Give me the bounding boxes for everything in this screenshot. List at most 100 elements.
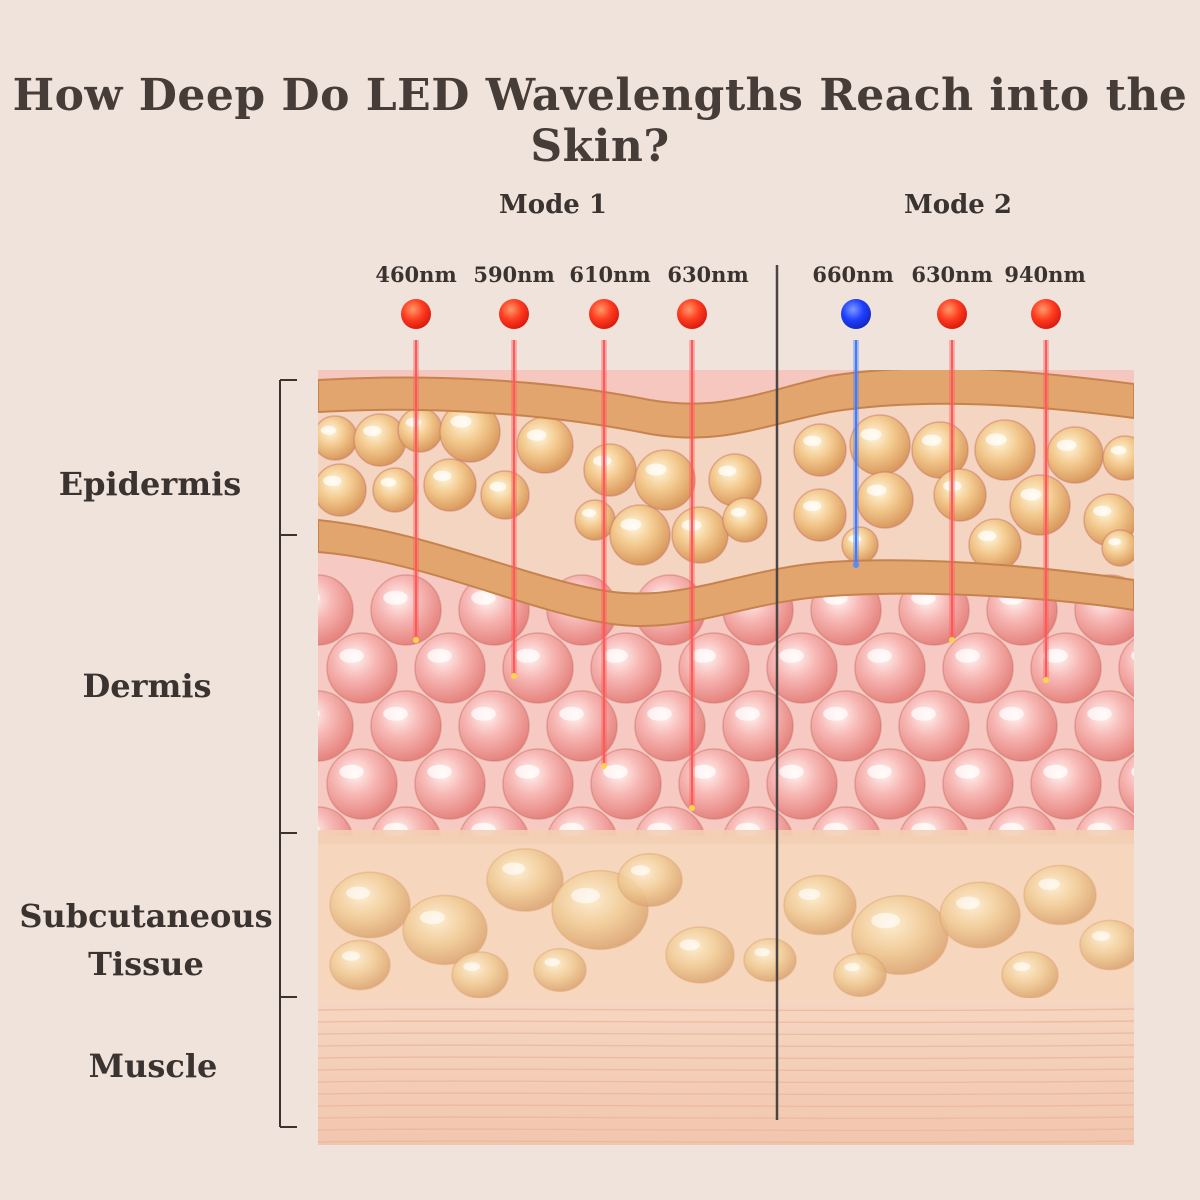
dermis-cell (590, 748, 662, 820)
mode-1-label: Mode 1 (499, 190, 607, 220)
beam-end-point (949, 637, 955, 643)
led-dot (499, 299, 529, 329)
layer-brackets (279, 379, 297, 1128)
wavelength-label-mode1-590: 590nm (473, 262, 555, 287)
dermis-cell (854, 748, 926, 820)
subcutaneous-cell (329, 871, 411, 939)
epidermis-cell (516, 416, 574, 474)
dermis-cell (1030, 748, 1102, 820)
epidermis-cell (722, 497, 768, 543)
dermis-cell (766, 632, 838, 704)
subcutaneous-cell (533, 947, 587, 993)
epidermis-cell (318, 415, 358, 461)
layer-label-subcutaneous-line1: Subcutaneous (19, 897, 273, 935)
layer-label-subcutaneous-line2: Tissue (88, 945, 204, 983)
epidermis-cell (849, 414, 911, 476)
muscle-fiber (318, 1104, 1134, 1108)
subcutaneous-cell (939, 881, 1021, 949)
dermis-cell (502, 748, 574, 820)
wavelength-label-mode2-660: 660nm (812, 262, 894, 287)
epidermis-bottom-band (318, 518, 1134, 628)
epidermis-cells (318, 401, 1134, 572)
muscle-fibers (318, 1008, 1134, 1144)
epidermis-cell (841, 526, 879, 564)
dermis-cell (326, 748, 398, 820)
muscle-fiber (318, 1080, 1134, 1084)
subcutaneous-cell (851, 894, 949, 976)
subcutaneous-cell (617, 853, 683, 907)
epidermis-cell (1046, 426, 1104, 484)
muscle-fiber (318, 1092, 1134, 1096)
epidermis-cell (968, 518, 1022, 572)
epidermis-cell (574, 499, 616, 541)
subcutaneous-cell (743, 937, 797, 983)
dermis-cell (370, 690, 442, 762)
epidermis-cell (1009, 474, 1071, 536)
muscle-region (318, 998, 1134, 1145)
beam-end-point (511, 673, 517, 679)
epidermis-cell (423, 458, 477, 512)
wavelength-label-mode2-940: 940nm (1004, 262, 1086, 287)
muscle-fiber (318, 1056, 1134, 1060)
dermis-cell (986, 690, 1058, 762)
epidermis-cell (609, 504, 671, 566)
layer-label-muscle: Muscle (88, 1047, 218, 1085)
muscle-fiber (318, 1116, 1134, 1120)
muscle-fiber (318, 1140, 1134, 1144)
epidermis-cell (634, 449, 696, 511)
beam-end-point (689, 805, 695, 811)
subcutaneous-cell (402, 894, 488, 966)
light-beams (413, 340, 1049, 811)
beam-end-point (413, 637, 419, 643)
dermis-cell (414, 748, 486, 820)
layer-label-dermis: Dermis (82, 667, 212, 705)
dermis-cell (1074, 690, 1134, 762)
wavelength-label-mode1-630: 630nm (667, 262, 749, 287)
dermis-cell (810, 690, 882, 762)
muscle-fiber (318, 1020, 1134, 1024)
dermis-cell (898, 690, 970, 762)
led-dot (937, 299, 967, 329)
dermis-cell (318, 690, 354, 762)
skin-cross-section (318, 370, 1134, 1145)
dermis-cell (318, 574, 354, 646)
led-dot (841, 299, 871, 329)
dermis-cell (722, 690, 794, 762)
dermis-cell (634, 690, 706, 762)
dermis-boundary-band (318, 830, 1134, 844)
dermis-cell (942, 632, 1014, 704)
subcutaneous-cell (1023, 864, 1097, 926)
epidermis-cell (793, 488, 847, 542)
beam-end-point (853, 562, 859, 568)
wavelength-label-mode2-630: 630nm (911, 262, 993, 287)
led-dot (677, 299, 707, 329)
dermis-cell (414, 632, 486, 704)
epidermis-cell (671, 506, 729, 564)
dermis-cell (766, 748, 838, 820)
subcutaneous-cells (329, 848, 1134, 999)
muscle-fiber (318, 1008, 1134, 1012)
subcutaneous-cell (833, 952, 887, 998)
epidermis-cell (372, 467, 418, 513)
epidermis-cell (911, 421, 969, 479)
subcutaneous-cell (665, 926, 735, 984)
led-dot (589, 299, 619, 329)
dermis-cell (678, 632, 750, 704)
layer-label-epidermis: Epidermis (58, 465, 242, 503)
mode-2-label: Mode 2 (904, 190, 1012, 220)
dermis-cell (942, 748, 1014, 820)
dermis-cell (546, 690, 618, 762)
epidermis-cell (353, 413, 407, 467)
led-dot (401, 299, 431, 329)
subcutaneous-cell (1079, 919, 1134, 971)
epidermis-cell (318, 463, 367, 517)
epidermis-cell (397, 407, 443, 453)
dermis-cell (326, 632, 398, 704)
dermis-cell (1118, 638, 1134, 698)
wavelength-label-mode1-460: 460nm (375, 262, 457, 287)
dermis-cell (1118, 754, 1134, 814)
led-dot (1031, 299, 1061, 329)
epidermis-cell (856, 471, 914, 529)
dermis-cell (502, 632, 574, 704)
subcutaneous-cell (486, 848, 564, 912)
